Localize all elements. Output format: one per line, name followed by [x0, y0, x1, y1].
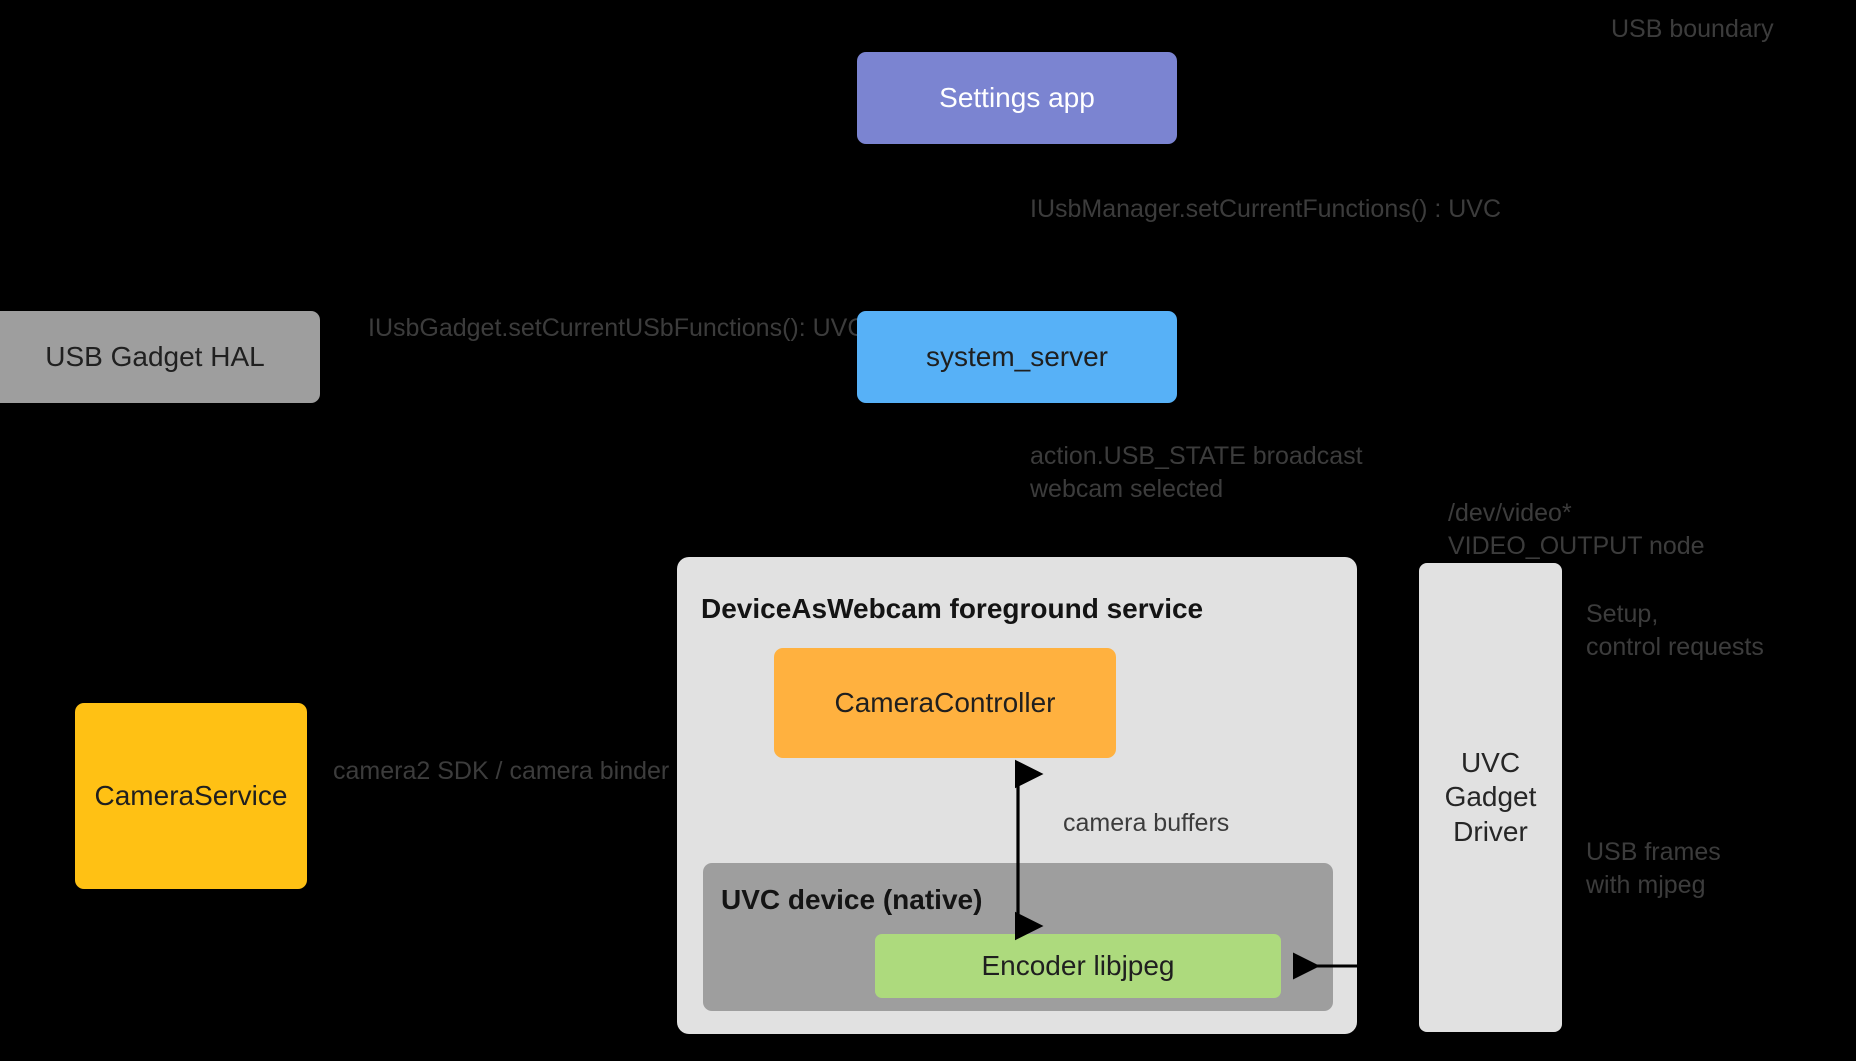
node-settings-app[interactable]: Settings app [857, 52, 1177, 144]
deviceaswebcam-service-title: DeviceAsWebcam foreground service [701, 593, 1204, 624]
edge-label-iusbmanager: IUsbManager.setCurrentFunctions() : UVC [1030, 195, 1502, 223]
edge-label-usb-frames-mjpeg: USB frames with mjpeg [1586, 838, 1721, 899]
node-system-server[interactable]: system_server [857, 311, 1177, 403]
node-usb-gadget-hal[interactable]: USB Gadget HAL [0, 311, 320, 403]
edge-label-video-node: /dev/video* VIDEO_OUTPUT node [1448, 499, 1705, 560]
edge-label-usb-state-broadcast: action.USB_STATE broadcast webcam select… [1030, 442, 1363, 503]
edge-label-camera-binder: camera2 SDK / camera binder [333, 757, 670, 785]
node-camera-service[interactable]: CameraService [75, 703, 307, 889]
arrow-usb-frames-to-encoder [1293, 952, 1366, 980]
node-uvc-gadget-driver[interactable]: UVC Gadget Driver [1419, 563, 1562, 1032]
edge-label-setup-control-requests: Setup, control requests [1586, 600, 1764, 661]
usb-boundary-label: USB boundary [1611, 15, 1774, 43]
node-encoder-libjpeg[interactable]: Encoder libjpeg [875, 934, 1281, 998]
edge-label-iusbgadget: IUsbGadget.setCurrentUSbFunctions(): UVC [368, 314, 866, 342]
arrow-camera-buffers [1014, 759, 1044, 941]
uvc-device-native-title: UVC device (native) [721, 884, 983, 915]
node-camera-controller[interactable]: CameraController [774, 648, 1116, 758]
edge-label-camera-buffers: camera buffers [1063, 809, 1230, 837]
